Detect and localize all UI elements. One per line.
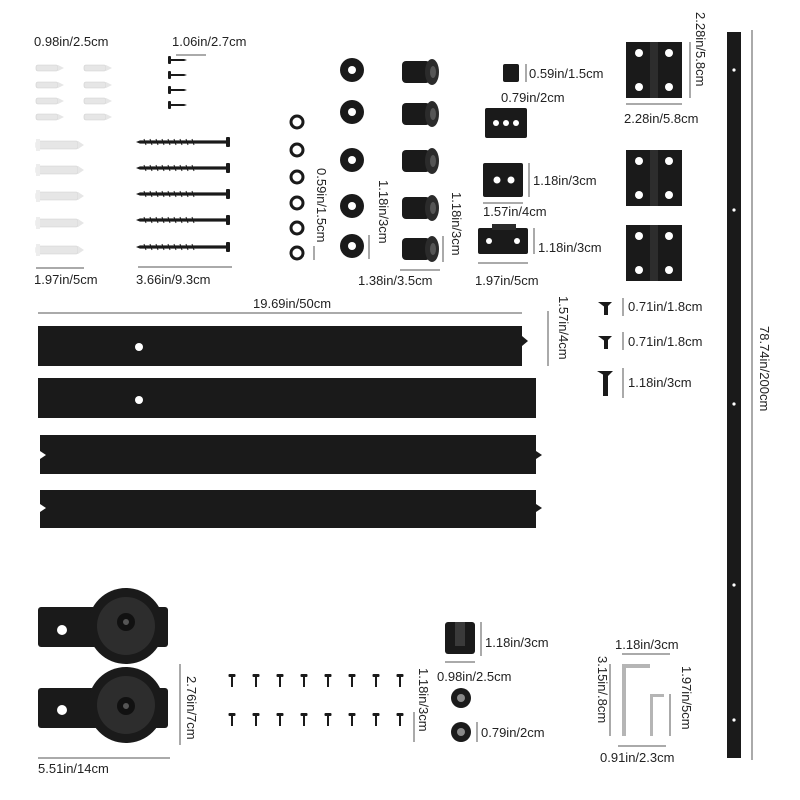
- label-stop-width: 0.79in/2cm: [501, 90, 565, 105]
- track-rail: [727, 32, 741, 758]
- label-guide-height: 1.18in/3cm: [485, 635, 549, 650]
- label-roller-height: 2.76in/7cm: [184, 676, 199, 740]
- label-plate-width: 1.57in/4cm: [483, 204, 547, 219]
- label-washer-large: 1.18in/3cm: [376, 180, 391, 244]
- label-nut-size: 0.79in/2cm: [481, 725, 545, 740]
- hinges: [626, 42, 682, 281]
- label-stop-height: 0.59in/1.5cm: [529, 66, 604, 81]
- stop-block: [503, 64, 519, 82]
- label-lag-screw: 3.66in/9.3cm: [136, 272, 211, 287]
- label-bar-length: 19.69in/50cm: [253, 296, 332, 311]
- label-wrench-bottom: 0.91in/2.3cm: [600, 750, 675, 765]
- large-washers: [340, 58, 364, 258]
- label-wrench-width: 1.18in/3cm: [615, 637, 679, 652]
- screw-grid: [228, 674, 404, 726]
- hex-keys: [622, 664, 664, 736]
- label-plate-small-width: 1.97in/5cm: [475, 273, 539, 288]
- label-wrench-small: 1.97in/5cm: [679, 666, 694, 730]
- label-bolt-3: 1.18in/3cm: [628, 375, 692, 390]
- mounting-plates: [478, 108, 528, 254]
- label-roller-width: 5.51in/14cm: [38, 761, 109, 776]
- small-screws: [168, 56, 187, 109]
- lag-screws: [135, 136, 231, 253]
- nuts: [451, 688, 471, 742]
- label-wrench-large: 3.15in/.8cm: [595, 656, 610, 724]
- small-washers: [289, 114, 305, 261]
- bolts: [597, 302, 613, 396]
- large-anchors: [35, 138, 85, 257]
- label-hinge-height: 2.28in/5.8cm: [693, 12, 708, 87]
- label-small-screw: 1.06in/2.7cm: [172, 34, 247, 49]
- label-rail-length: 78.74in/200cm: [757, 326, 772, 412]
- label-washer-small: 0.59in/1.5cm: [314, 168, 329, 243]
- label-guide-width: 0.98in/2.5cm: [437, 669, 512, 684]
- label-bar-height: 1.57in/4cm: [556, 296, 571, 360]
- label-plate-height: 1.18in/3cm: [533, 173, 597, 188]
- label-plate-small-height: 1.18in/3cm: [538, 240, 602, 255]
- label-anchor-small: 0.98in/2.5cm: [34, 34, 109, 49]
- spacers: [402, 59, 439, 262]
- small-anchors: [35, 64, 113, 121]
- label-spacer-height: 1.18in/3cm: [449, 192, 464, 256]
- flat-bars: [38, 326, 542, 528]
- label-bolt-2: 0.71in/1.8cm: [628, 334, 703, 349]
- label-spacer-width: 1.38in/3.5cm: [358, 273, 433, 288]
- label-screws-height: 1.18in/3cm: [416, 668, 431, 732]
- label-bolt-1: 0.71in/1.8cm: [628, 299, 703, 314]
- floor-guide: [445, 622, 475, 654]
- label-anchor-large: 1.97in/5cm: [34, 272, 98, 287]
- rollers: [38, 588, 168, 743]
- label-hinge-width: 2.28in/5.8cm: [624, 111, 699, 126]
